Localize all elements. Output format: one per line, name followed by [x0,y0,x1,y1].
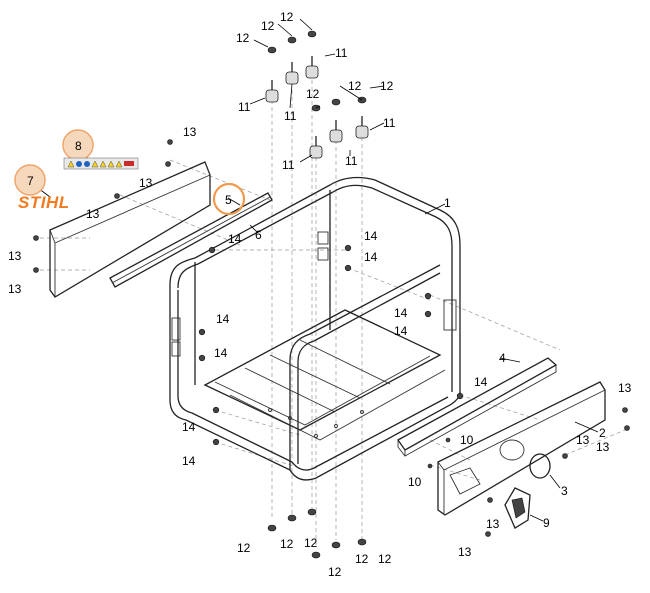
callout-13: 13 [183,125,197,139]
callout-11: 11 [238,100,251,114]
callout-13: 13 [8,282,22,296]
callout-14: 14 [394,306,408,320]
callout-12: 12 [355,552,369,566]
callout-9: 9 [543,516,550,530]
callout-14: 14 [364,229,378,243]
callout-13: 13 [596,440,610,454]
callout-12: 12 [348,79,362,93]
callout-labels: 1 2 3 4 5 6 7 8 9 10 10 11 11 11 11 11 1… [8,10,632,579]
callout-3: 3 [561,484,568,498]
callout-2: 2 [599,426,606,440]
callout-13: 13 [139,176,153,190]
callout-13: 13 [8,249,22,263]
callout-7: 7 [27,174,34,188]
callout-13: 13 [486,517,500,531]
callout-13: 13 [618,381,632,395]
small-hardware [33,139,630,537]
callout-14: 14 [364,250,378,264]
callout-1: 1 [444,196,451,210]
bar-parts [109,192,273,288]
callout-13: 13 [576,433,590,447]
callout-14: 14 [182,420,196,434]
highlight-circle-5 [212,182,246,216]
assembly-center-lines [40,80,626,545]
callout-12: 12 [380,79,394,93]
callout-12: 12 [237,541,251,555]
callout-14: 14 [228,232,242,246]
callout-12: 12 [261,19,275,33]
callout-12: 12 [236,31,250,45]
highlight-circle-7 [14,164,46,196]
side-panel-right [437,381,606,516]
callout-14: 14 [182,454,196,468]
stihl-logo: STIHL [18,193,70,212]
callout-11: 11 [284,109,297,123]
callout-14: 14 [214,346,228,360]
callout-12: 12 [280,537,294,551]
callout-12: 12 [306,87,320,101]
callout-10: 10 [408,475,422,489]
callout-12: 12 [328,565,342,579]
callout-11: 11 [383,116,396,130]
callout-8: 8 [75,139,82,153]
callout-11: 11 [335,46,348,60]
warning-sticker-part-8 [63,157,139,170]
callout-6: 6 [255,228,262,242]
vibration-mounts [265,30,369,559]
callout-11: 11 [345,154,358,168]
callout-14: 14 [394,324,408,338]
callout-12: 12 [304,536,318,550]
side-panel-left [49,161,211,298]
bracket-part-9 [504,487,531,529]
callout-4: 4 [499,351,506,365]
callout-14: 14 [474,375,488,389]
callout-10: 10 [460,433,474,447]
callout-11: 11 [282,158,295,172]
callout-5: 5 [225,193,232,207]
callout-13: 13 [86,207,100,221]
rail-part-4 [397,357,558,457]
callout-12: 12 [378,552,392,566]
grommet-part-3 [529,453,551,479]
callout-14: 14 [216,312,230,326]
callout-13: 13 [458,545,472,559]
callout-12: 12 [280,10,294,24]
